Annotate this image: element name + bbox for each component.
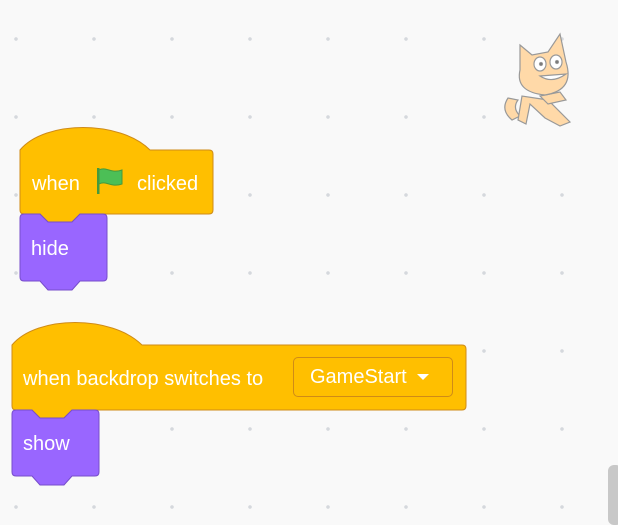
green-flag-icon (97, 168, 123, 194)
show-label: show (23, 433, 70, 455)
show-block[interactable] (11, 409, 100, 486)
sprite-cat-icon (504, 32, 572, 127)
chevron-down-icon (416, 374, 429, 380)
blocks-layer (11, 32, 572, 486)
hide-block[interactable] (19, 213, 108, 291)
backdrop-dropdown[interactable]: GameStart (293, 357, 453, 397)
hat-when-label: when (32, 173, 80, 195)
hat-backdrop-label: when backdrop switches to (23, 368, 264, 390)
hide-label: hide (31, 238, 69, 260)
hat-clicked-label: clicked (137, 173, 199, 195)
backdrop-dropdown-value: GameStart (310, 365, 407, 388)
scrollbar[interactable] (608, 465, 618, 525)
